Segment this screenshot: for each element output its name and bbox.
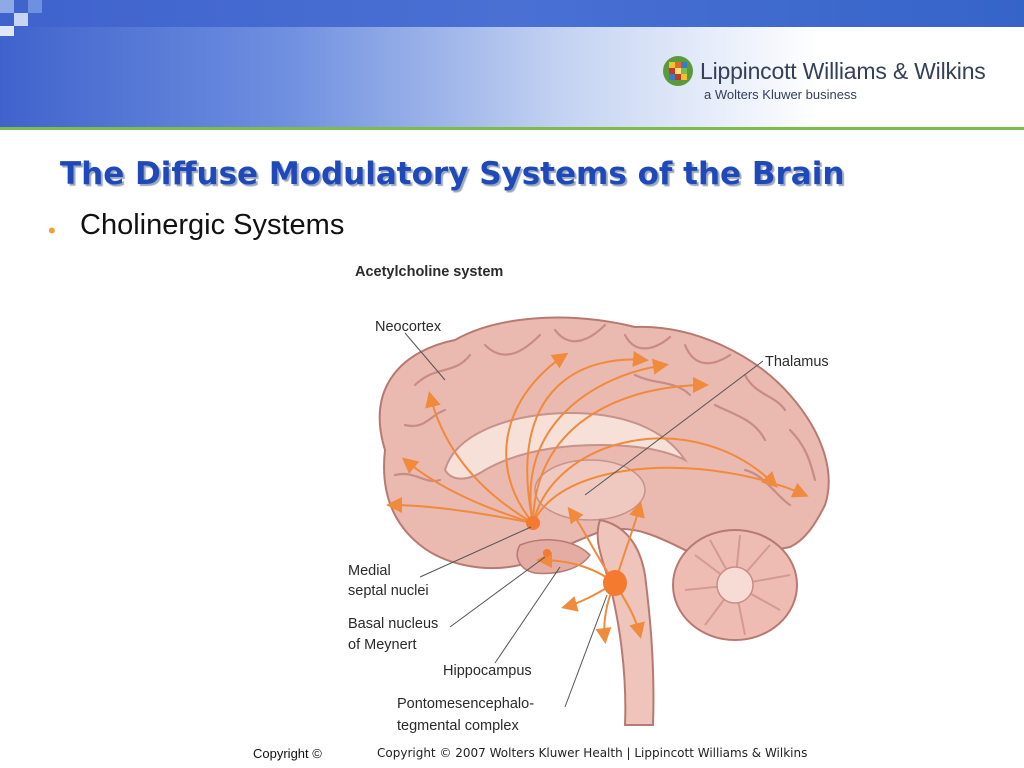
label-thalamus: Thalamus bbox=[765, 354, 829, 370]
label-basal-nucleus: Basal nucleus bbox=[348, 616, 438, 632]
label-neocortex: Neocortex bbox=[375, 319, 442, 335]
decor-square bbox=[0, 26, 14, 36]
bullet-marker: • bbox=[48, 218, 56, 243]
brain-figure: Acetylcholine system bbox=[348, 264, 830, 734]
decor-square bbox=[28, 0, 42, 13]
medial-septal-nucleus bbox=[526, 516, 540, 530]
publisher-subtitle: a Wolters Kluwer business bbox=[704, 87, 857, 102]
label-tegmental-complex: tegmental complex bbox=[397, 718, 519, 734]
label-basal-nucleus-2: of Meynert bbox=[348, 637, 417, 653]
bullet-text: Cholinergic Systems bbox=[80, 209, 345, 241]
slide-title: The Diffuse Modulatory Systems of the Br… bbox=[60, 156, 845, 192]
publisher-logo: Lippincott Williams & Wilkins a Wolters … bbox=[662, 54, 1002, 102]
basal-nucleus-of-meynert bbox=[543, 549, 551, 557]
label-pontomesencephalo: Pontomesencephalo- bbox=[397, 696, 534, 712]
header-top-bar bbox=[0, 0, 1024, 27]
figure-heading: Acetylcholine system bbox=[355, 264, 503, 280]
thalamus-region bbox=[534, 459, 646, 521]
copyright-left: Copyright © bbox=[253, 746, 322, 761]
gyri bbox=[393, 323, 817, 507]
logo-mark-icon bbox=[663, 56, 693, 86]
label-medial-septal-2: septal nuclei bbox=[348, 583, 429, 599]
label-medial-septal: Medial bbox=[348, 563, 391, 579]
leader-lines bbox=[404, 332, 764, 708]
corpus-callosum bbox=[443, 411, 688, 480]
pontomesencephalotegmental-nucleus bbox=[603, 570, 627, 596]
hippocampus-region bbox=[516, 539, 591, 575]
label-hippocampus: Hippocampus bbox=[443, 663, 532, 679]
decor-square bbox=[14, 13, 28, 26]
copyright-right: Copyright © 2007 Wolters Kluwer Health |… bbox=[377, 746, 808, 760]
header-accent-line bbox=[0, 127, 1024, 130]
publisher-name: Lippincott Williams & Wilkins bbox=[700, 58, 986, 84]
decor-square bbox=[0, 0, 14, 13]
cerebellum bbox=[672, 529, 798, 641]
